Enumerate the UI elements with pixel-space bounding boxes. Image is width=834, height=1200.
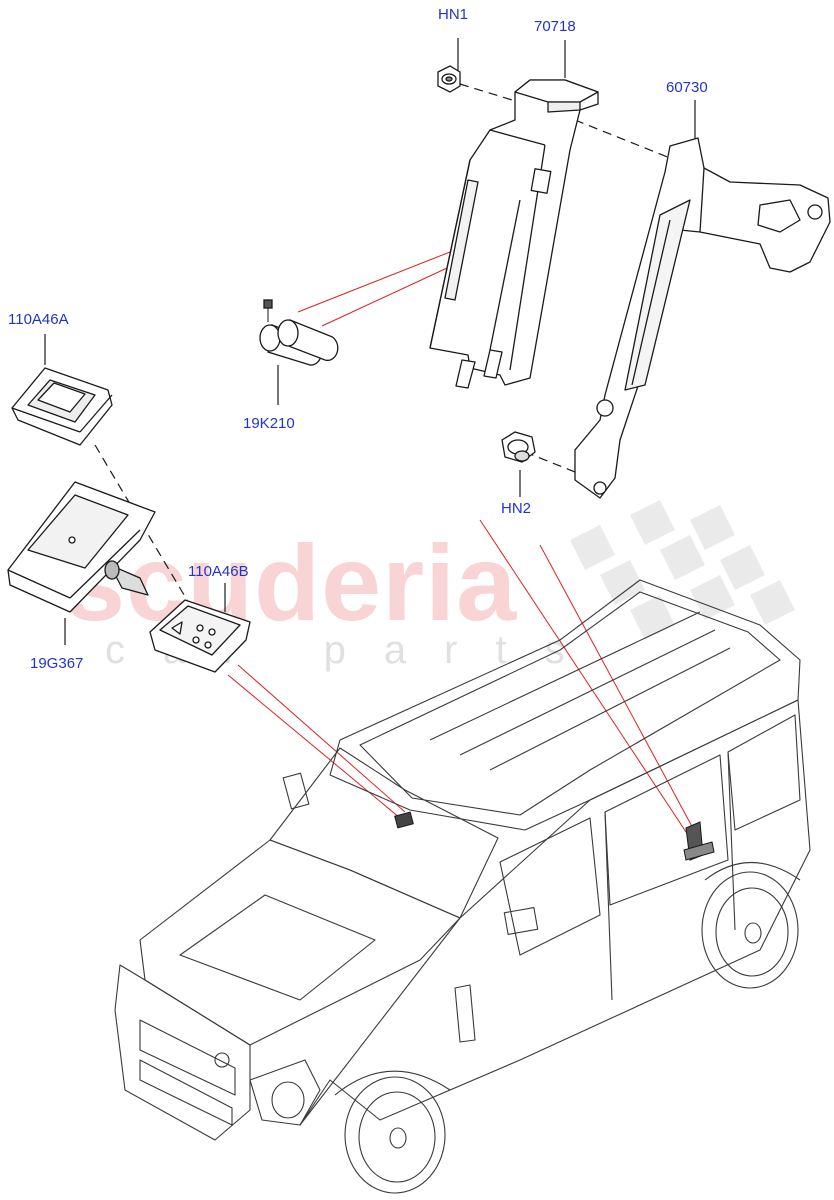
bracket-60730-icon bbox=[574, 137, 831, 499]
unit-19G367-icon bbox=[7, 481, 156, 613]
location-marker-rear-icon bbox=[683, 821, 715, 861]
callout-hn2[interactable]: HN2 bbox=[501, 500, 532, 517]
callout-110A46A[interactable]: 110A46A bbox=[8, 311, 69, 328]
callout-19G367[interactable]: 19G367 bbox=[30, 655, 84, 672]
callout-19K210[interactable]: 19K210 bbox=[243, 415, 295, 432]
vehicle-outline-icon bbox=[114, 579, 811, 1194]
watermark-flag-icon bbox=[570, 500, 795, 640]
tray-110A46B-icon bbox=[149, 599, 251, 673]
callout-110A46B[interactable]: 110A46B bbox=[188, 563, 249, 580]
cover-110A46A-icon bbox=[11, 367, 113, 446]
battery-19K210-icon bbox=[259, 299, 339, 366]
location-marker-windshield-icon bbox=[394, 811, 414, 829]
callout-70718[interactable]: 70718 bbox=[534, 18, 576, 35]
nut-hn2-icon bbox=[501, 431, 536, 463]
module-70718-icon bbox=[429, 79, 599, 389]
callout-60730[interactable]: 60730 bbox=[666, 79, 708, 96]
callout-hn1[interactable]: HN1 bbox=[438, 6, 469, 23]
nut-hn1-icon bbox=[437, 65, 461, 93]
